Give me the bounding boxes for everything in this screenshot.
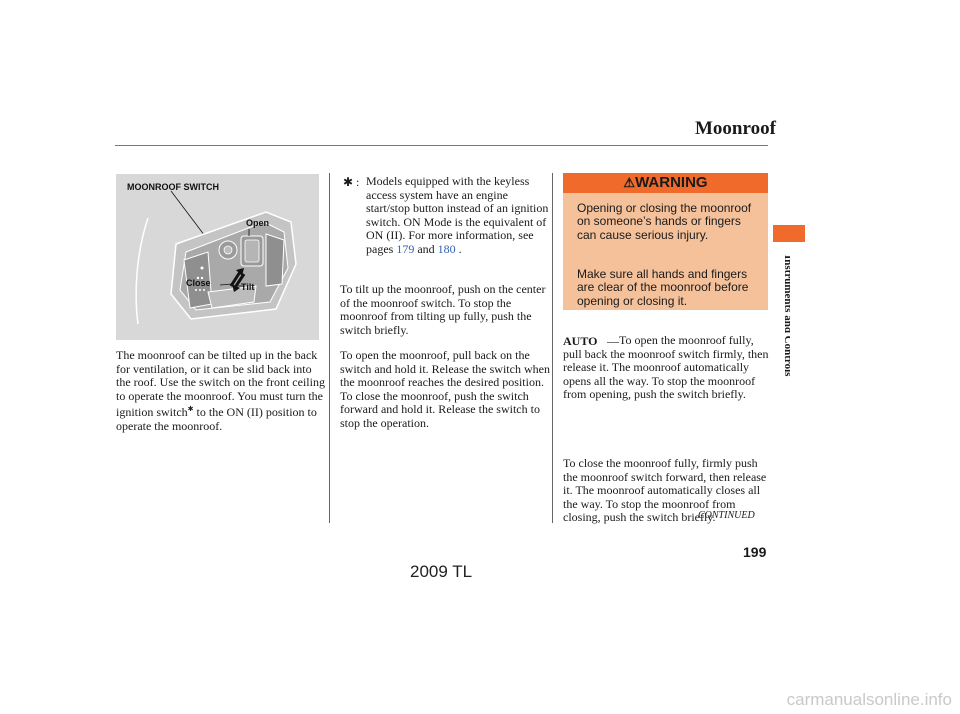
intro-paragraph: The moonroof can be tilted up in the bac…: [116, 348, 326, 434]
moonroof-switch-figure: MOONROOF SWITCH Open Close Tilt: [116, 174, 319, 340]
warning-box: [563, 173, 768, 310]
auto-dash: —: [607, 334, 619, 348]
open-close-paragraph: To open the moonroof, pull back on the s…: [340, 348, 550, 430]
note-star: ✱: [343, 175, 354, 189]
column-divider-2: [552, 173, 553, 523]
figure-label-close: Close: [186, 278, 211, 288]
figure-label-tilt: Tilt: [241, 282, 255, 292]
warning-heading: WARNING: [635, 174, 708, 191]
tilt-paragraph: To tilt up the moonroof, push on the cen…: [340, 282, 546, 337]
header-rule: [115, 145, 768, 146]
section-tab: [773, 225, 805, 242]
footnote-and: and: [414, 241, 438, 256]
section-label-text: Instruments and Controls: [782, 255, 790, 377]
footnote-star: ✱: [187, 405, 194, 414]
column-divider-1: [329, 173, 330, 523]
intro-text-b: to the ON (II) position to operate the m…: [116, 405, 317, 433]
footer-model: 2009 TL: [410, 562, 473, 581]
auto-label: AUTO: [563, 334, 598, 348]
page-title: Moonroof: [695, 118, 776, 139]
footnote-end: .: [455, 241, 462, 256]
page-number: 199: [743, 544, 767, 560]
note-colon: :: [356, 175, 360, 189]
warning-triangle-icon: ⚠: [623, 175, 636, 190]
figure-label-open: Open: [246, 218, 270, 228]
page-link-180[interactable]: 180: [437, 241, 456, 256]
figure-caption: MOONROOF SWITCH: [127, 182, 219, 192]
auto-open-paragraph: To open the moonroof fully, pull back th…: [563, 333, 769, 402]
continued-label: CONTINUED: [698, 510, 755, 521]
moonroof-switch-illustration: [135, 190, 297, 325]
warning-paragraph-2: Make sure all hands and fingers are clea…: [577, 267, 749, 308]
section-label: Instruments and Controls: [770, 250, 794, 460]
warning-header: ⚠WARNING: [563, 173, 768, 193]
watermark: carmanualsonline.info: [786, 690, 952, 709]
auto-open-text: To open the moonroof fully, pull back th…: [563, 333, 769, 402]
page-link-179[interactable]: 179: [396, 241, 415, 256]
footnote-body: Models equipped with the keyless access …: [366, 174, 549, 256]
auto-close-paragraph: To close the moonroof fully, firmly push…: [563, 456, 767, 525]
footnote-text: Models equipped with the keyless access …: [366, 174, 550, 257]
warning-paragraph-1: Opening or closing the moonroof on someo…: [577, 201, 752, 242]
intro-text-a: The moonroof can be tilted up in the bac…: [116, 348, 325, 420]
